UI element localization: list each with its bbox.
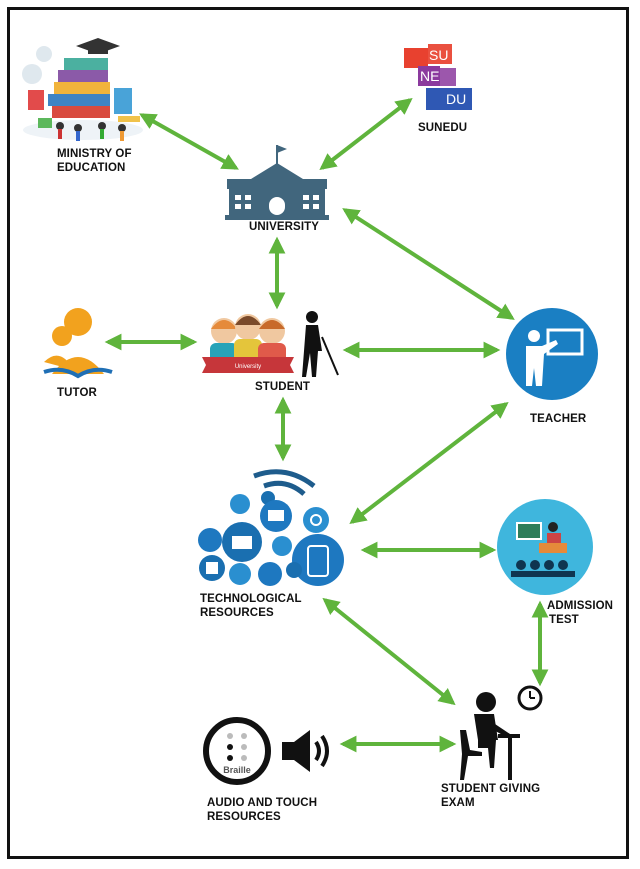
technological-resources-cluster-icon xyxy=(198,469,344,586)
ministry-label-line2: EDUCATION xyxy=(57,162,126,174)
tutor-icon xyxy=(43,308,113,379)
admission-label-line1: ADMISSION xyxy=(547,600,614,612)
sunedu-logo-ne: NE xyxy=(420,68,439,84)
speaker-icon xyxy=(282,730,329,772)
university-building-icon xyxy=(225,145,329,220)
student-label: STUDENT xyxy=(255,381,311,393)
arrow-sunedu-university xyxy=(319,97,413,171)
audio-label-line1: AUDIO AND TOUCH xyxy=(207,797,318,809)
university-label: UNIVERSITY xyxy=(249,221,320,233)
sunedu-logo-su: SU xyxy=(429,47,448,63)
teacher-label: TEACHER xyxy=(530,413,587,425)
tech-label-line1: TECHNOLOGICAL xyxy=(200,593,302,605)
exam-label-line2: EXAM xyxy=(441,797,475,809)
ministry-label-line1: MINISTRY OF xyxy=(57,148,132,160)
sunedu-logo-du: DU xyxy=(446,91,466,107)
teacher-icon xyxy=(506,308,598,400)
tutor-label: TUTOR xyxy=(57,387,97,399)
diagram-frame xyxy=(7,7,629,859)
braille-cell-icon: Braille xyxy=(203,717,271,785)
student-group-icon: University xyxy=(202,311,339,377)
sunedu-logo-icon: SU NE DU xyxy=(404,44,472,110)
braille-text: Braille xyxy=(223,765,251,775)
arrow-ministry-university xyxy=(139,113,239,170)
tech-label-line2: RESOURCES xyxy=(200,607,274,619)
ministry-books-illustration-icon xyxy=(22,38,143,141)
admission-label-line2: TEST xyxy=(549,614,579,626)
student-banner-text: University xyxy=(235,364,261,370)
admission-test-classroom-icon xyxy=(497,499,593,595)
clock-icon xyxy=(517,685,543,711)
sunedu-label: SUNEDU xyxy=(418,122,468,134)
exam-label-line1: STUDENT GIVING xyxy=(441,783,541,795)
student-exam-desk-icon xyxy=(460,692,520,780)
audio-label-line2: RESOURCES xyxy=(207,811,281,823)
arrow-tech-teacher xyxy=(349,401,509,525)
arrow-university-teacher xyxy=(342,208,515,320)
arrow-tech-exam xyxy=(322,597,456,706)
